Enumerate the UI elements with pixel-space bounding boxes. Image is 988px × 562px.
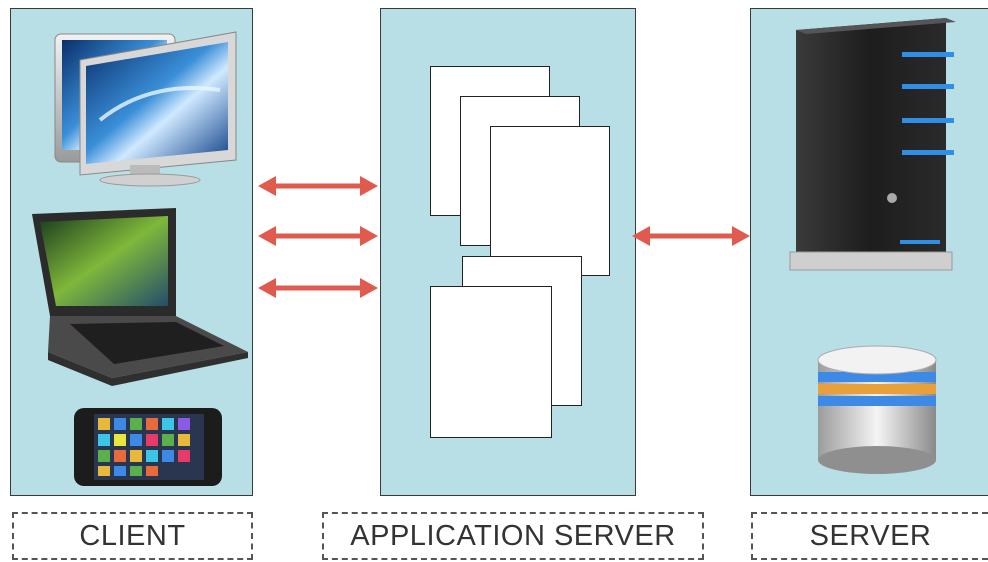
client-label: CLIENT — [12, 512, 253, 560]
application-server-label-text: APPLICATION SERVER — [350, 519, 676, 552]
document-5 — [430, 286, 552, 438]
server-label: SERVER — [751, 512, 988, 560]
client-label-text: CLIENT — [79, 519, 186, 552]
document-3 — [490, 126, 610, 276]
laptop-icon — [32, 208, 248, 386]
server-tower-icon — [789, 18, 956, 271]
desktop-monitor-icon — [54, 31, 237, 187]
database-icon — [817, 345, 937, 474]
arrow-client-app-2 — [258, 226, 378, 246]
arrow-app-server — [632, 226, 750, 246]
application-server-label: APPLICATION SERVER — [322, 512, 704, 560]
arrow-client-app-3 — [258, 278, 378, 298]
arrow-client-app-1 — [258, 176, 378, 196]
server-label-text: SERVER — [809, 519, 932, 552]
connection-arrows — [258, 176, 750, 298]
smartphone-icon — [74, 408, 222, 486]
